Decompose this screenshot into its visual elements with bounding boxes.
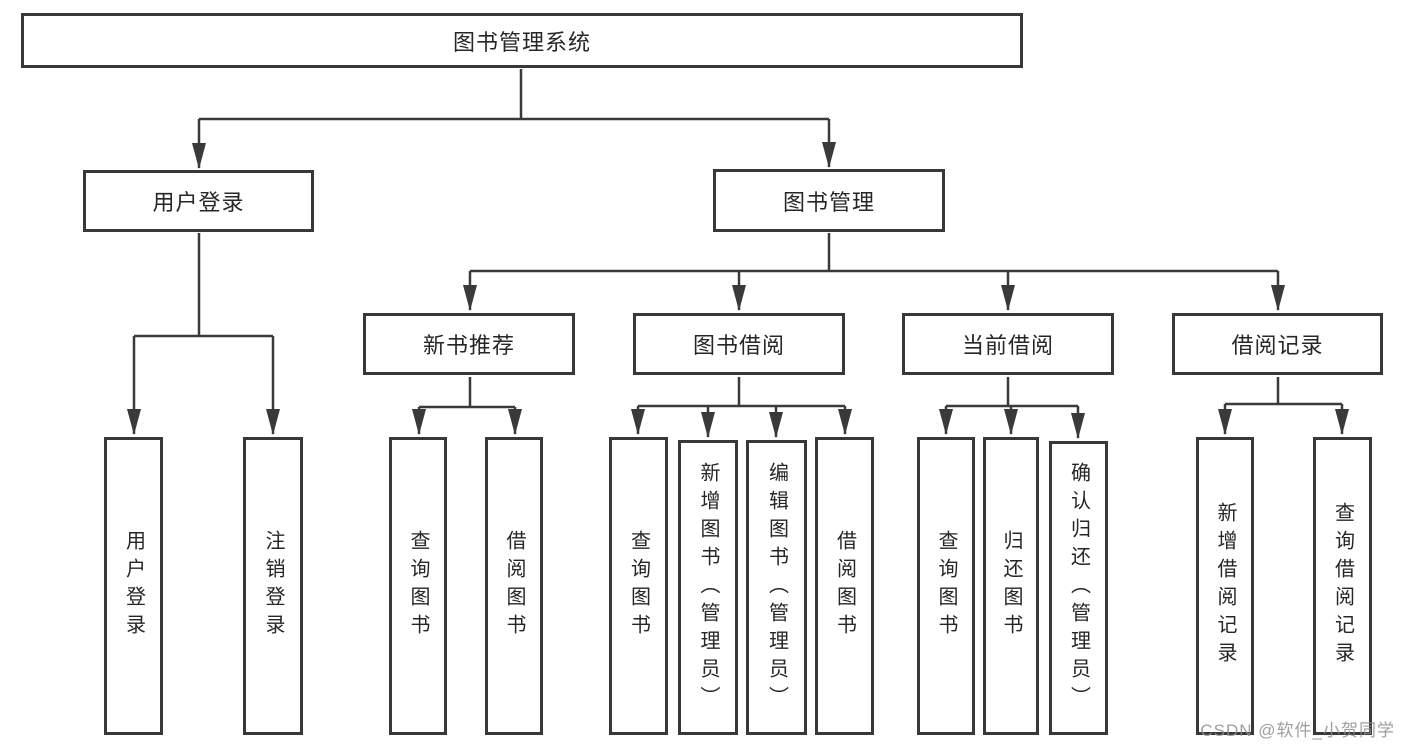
edge-book-management-to-level3: [463, 233, 1285, 311]
leaf-query-books-borrowing: 查询图书: [609, 437, 668, 735]
edge-new-book-recommendation-to-leaves: [412, 377, 522, 435]
leaf-user-login: 用户登录: [104, 437, 163, 735]
leaf-confirm-return-admin-label: 确认归还（管理员）: [1067, 462, 1090, 714]
leaf-borrow-books-borrowing: 借阅图书: [815, 437, 874, 735]
leaf-query-books-recommend: 查询图书: [389, 437, 447, 735]
edge-root-to-level2: [192, 69, 836, 169]
leaf-query-books-recommend-label: 查询图书: [407, 530, 429, 642]
leaf-logout-label: 注销登录: [262, 530, 284, 642]
node-user-login: 用户登录: [83, 170, 314, 232]
leaf-query-books-borrowing-label: 查询图书: [627, 530, 650, 642]
edge-borrowing-records-to-leaves: [1218, 377, 1349, 435]
edge-current-borrowing-to-leaves: [939, 377, 1085, 439]
leaf-return-books-label: 归还图书: [1000, 530, 1022, 642]
node-borrowing-records: 借阅记录: [1172, 313, 1383, 375]
node-book-management: 图书管理: [713, 169, 945, 232]
node-current-borrowing: 当前借阅: [902, 313, 1114, 375]
leaf-add-book-admin-label: 新增图书（管理员）: [697, 461, 719, 714]
watermark: CSDN @软件_小贺同学: [1200, 721, 1395, 740]
leaf-borrow-books-recommend: 借阅图书: [485, 437, 543, 735]
node-library-management-system: 图书管理系统: [21, 13, 1023, 68]
leaf-query-borrow-record: 查询借阅记录: [1313, 437, 1372, 735]
leaf-confirm-return-admin: 确认归还（管理员）: [1049, 441, 1108, 735]
leaf-add-book-admin: 新增图书（管理员）: [678, 440, 738, 735]
leaf-query-books-current-label: 查询图书: [935, 530, 957, 642]
leaf-logout: 注销登录: [243, 437, 303, 735]
leaf-borrow-books-recommend-label: 借阅图书: [503, 530, 525, 642]
node-book-borrowing: 图书借阅: [633, 313, 845, 375]
edge-user-login-to-leaves: [127, 233, 280, 435]
leaf-user-login-label: 用户登录: [122, 530, 145, 642]
edge-book-borrowing-to-leaves: [631, 377, 852, 438]
leaf-add-borrow-record-label: 新增借阅记录: [1214, 502, 1236, 670]
leaf-return-books: 归还图书: [983, 437, 1039, 735]
leaf-query-books-current: 查询图书: [917, 437, 975, 735]
leaf-borrow-books-borrowing-label: 借阅图书: [833, 530, 856, 642]
leaf-edit-book-admin-label: 编辑图书（管理员）: [765, 461, 788, 714]
leaf-edit-book-admin: 编辑图书（管理员）: [746, 440, 807, 735]
node-new-book-recommendation: 新书推荐: [363, 313, 575, 375]
leaf-query-borrow-record-label: 查询借阅记录: [1331, 502, 1354, 670]
leaf-add-borrow-record: 新增借阅记录: [1196, 437, 1254, 735]
